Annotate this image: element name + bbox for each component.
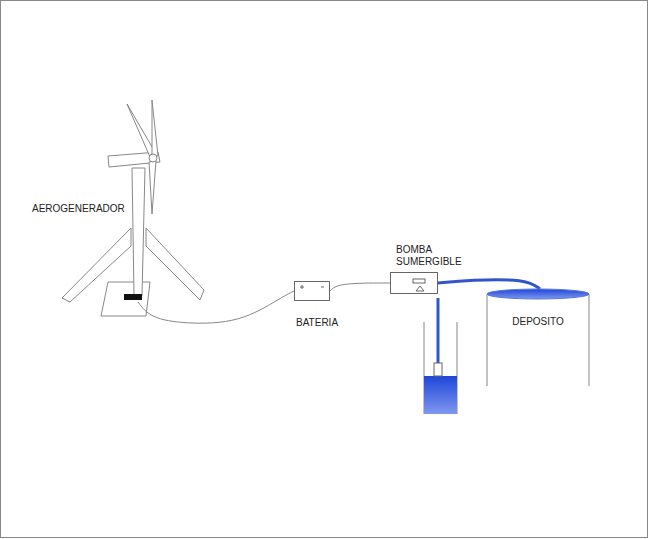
turbine-tower <box>132 168 145 296</box>
pump-indicator <box>416 286 424 291</box>
node-label: BATERIA <box>296 317 338 329</box>
node-label: AEROGENERADOR <box>32 203 125 215</box>
node-label: BOMBA SUMERGIBLE <box>396 244 460 268</box>
terminal-mark <box>321 287 324 288</box>
pump-outline <box>390 272 438 294</box>
hub <box>149 154 157 162</box>
turbine-leg <box>62 228 131 302</box>
turbine-blade <box>149 161 156 214</box>
battery-box: BATERIA <box>294 281 354 331</box>
pump-box: BOMBA SUMERGIBLE <box>386 244 462 300</box>
controller <box>124 294 142 300</box>
water-pipe <box>438 280 540 289</box>
turbine-blade <box>152 100 158 156</box>
pump-unit <box>434 363 442 376</box>
terminal-mark <box>302 285 303 289</box>
pump-indicator <box>413 279 425 283</box>
turbine-blade <box>127 104 155 157</box>
node-label: DEPOSITO <box>512 316 564 328</box>
tank-wall <box>589 294 590 386</box>
tank-outline <box>486 286 590 386</box>
pump-pipe <box>437 298 440 363</box>
tank-wall <box>487 294 488 386</box>
power-wire <box>138 291 294 323</box>
tank: DEPOSITO <box>486 286 590 386</box>
turbine-leg <box>146 228 204 300</box>
turbine-region: AEROGENERADOR <box>28 198 208 302</box>
tank-water <box>487 289 589 299</box>
battery-outline <box>294 281 330 301</box>
power-wire <box>330 283 390 291</box>
well-water <box>424 376 457 414</box>
